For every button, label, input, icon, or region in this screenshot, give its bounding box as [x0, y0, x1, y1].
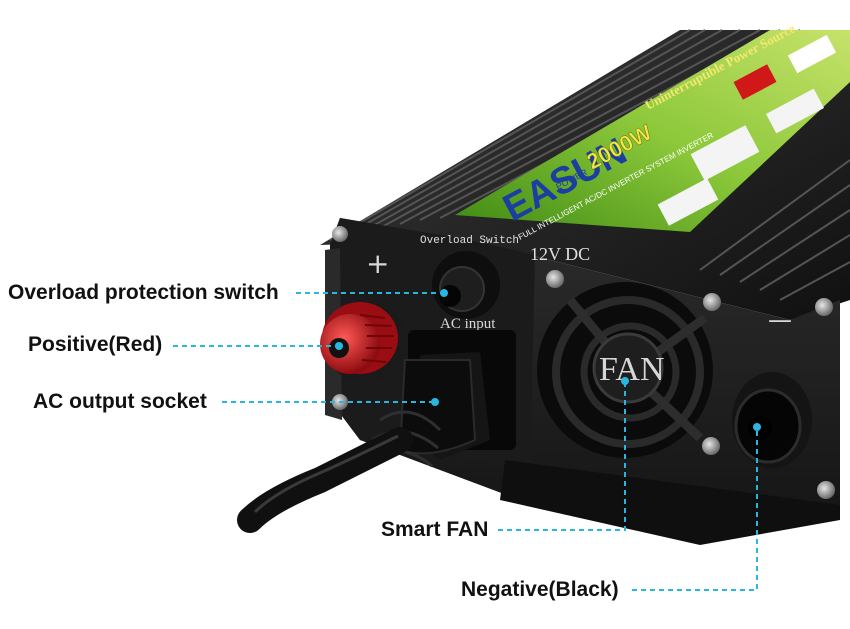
- positive-dot: [335, 342, 343, 350]
- callout-ac-output-socket: AC output socket: [33, 390, 207, 413]
- overload-switch-marking: Overload Switch: [420, 235, 519, 247]
- power-cable: [237, 427, 413, 533]
- overload-switch: [432, 251, 500, 319]
- ac-output-socket: [361, 330, 516, 468]
- minus-marking: —: [768, 306, 792, 334]
- leader-lines: [173, 292, 758, 591]
- leader-dots: [335, 289, 761, 431]
- callout-positive-red: Positive(Red): [28, 333, 163, 356]
- smart-fan-dot: [621, 377, 629, 385]
- overload-dot: [440, 289, 448, 297]
- plus-marking: +: [366, 247, 389, 280]
- voltage-marking: 12V DC: [530, 244, 590, 264]
- fan-assembly: FAN: [537, 282, 713, 458]
- panel-markings: + — Overload Switch 12V DC AC input: [366, 235, 792, 334]
- fan-marking: FAN: [599, 351, 665, 388]
- negative-terminal: [732, 372, 812, 468]
- callout-overload-protection-switch: Overload protection switch: [8, 281, 279, 304]
- negative-dot: [753, 423, 761, 431]
- callout-negative-black: Negative(Black): [461, 578, 619, 601]
- ac-input-marking: AC input: [440, 316, 496, 332]
- callout-smart-fan: Smart FAN: [381, 518, 489, 541]
- positive-terminal: [320, 302, 407, 382]
- ac-output-dot: [431, 398, 439, 406]
- smart-fan-leader: [498, 383, 626, 531]
